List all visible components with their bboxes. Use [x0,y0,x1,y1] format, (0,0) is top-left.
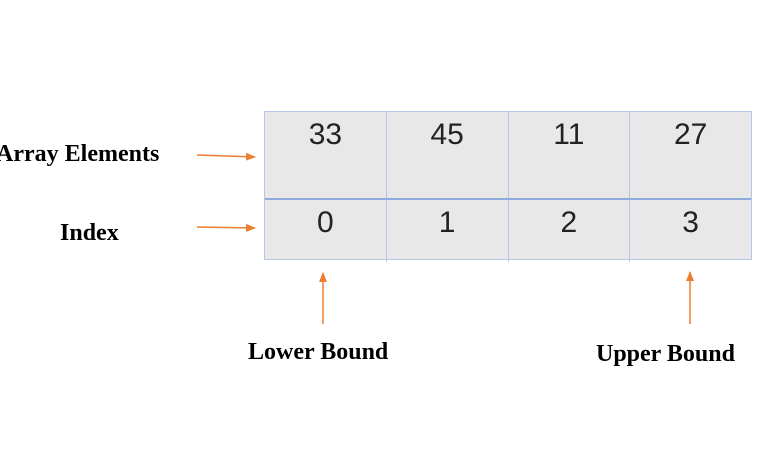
index-cell-0: 0 [317,206,334,239]
index-cell-3: 3 [629,200,751,262]
upper-bound-label: Upper Bound [596,341,735,367]
index-label: Index [60,220,119,246]
index-row: 0 1 2 3 [265,198,751,262]
index-arrow [196,223,256,232]
array-elements-arrow [196,152,256,161]
element-cell-3: 27 [629,112,751,198]
element-cell-2: 11 [507,112,630,198]
lower-bound-label: Lower Bound [248,339,389,365]
array-table: 33 45 11 27 0 1 2 3 [264,111,752,262]
element-cell-0: 33 [308,118,343,151]
elements-row: 33 45 11 27 [265,112,751,198]
index-cell-2: 2 [507,200,630,262]
index-cell-1: 1 [385,200,508,262]
element-cell-1: 45 [385,112,508,198]
array-elements-label: Array Elements [0,141,160,167]
